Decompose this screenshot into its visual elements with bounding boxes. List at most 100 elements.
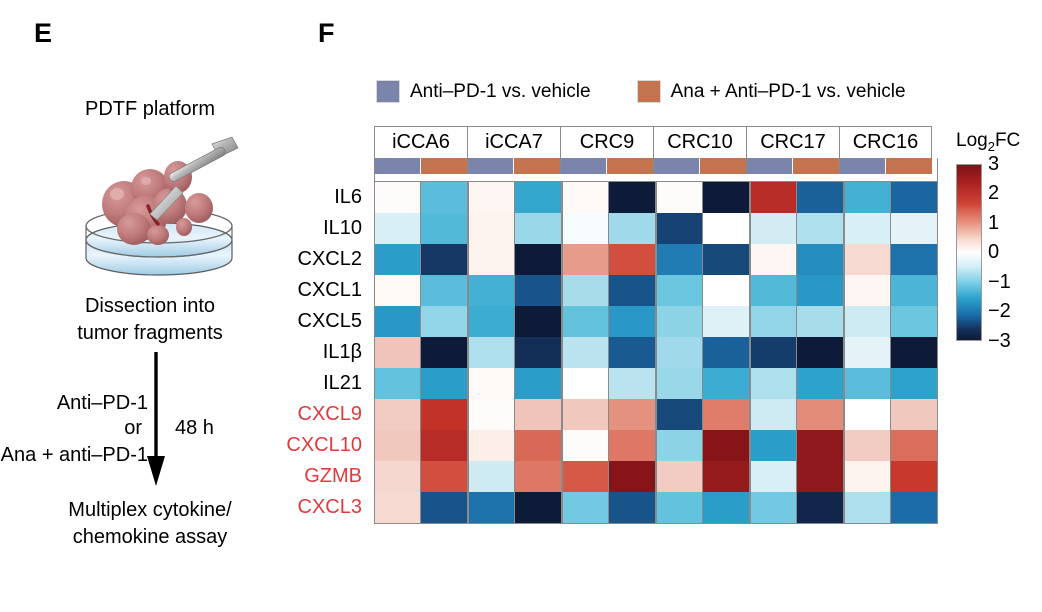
heatmap-cell: [469, 213, 514, 244]
treatment-strip-cell: [886, 158, 932, 174]
heatmap-treatment-strip: [374, 158, 938, 174]
heatmap-cell: [609, 399, 655, 430]
legend-swatch-ana-anti-pd1: [636, 80, 661, 103]
heatmap-col-header-crc16: CRC16: [839, 126, 932, 158]
heatmap-cell: [469, 368, 514, 399]
heatmap-group-block: [845, 244, 937, 275]
heatmap-cell: [703, 492, 749, 523]
heatmap-row: [375, 430, 937, 461]
heatmap-cell: [469, 244, 514, 275]
heatmap-group-block: [469, 213, 561, 244]
heatmap-col-header-crc10: CRC10: [653, 126, 746, 158]
heatmap-cell: [563, 182, 608, 213]
heatmap-group-block: [751, 368, 843, 399]
heatmap-group-block: [563, 461, 655, 492]
heatmap-cell: [891, 306, 937, 337]
panel-e-letter: E: [34, 18, 53, 48]
heatmap-cell: [751, 368, 796, 399]
heatmap-cell: [421, 430, 467, 461]
heatmap-cell: [515, 244, 561, 275]
heatmap-group-block: [845, 275, 937, 306]
heatmap-cell: [469, 182, 514, 213]
heatmap-cell: [703, 306, 749, 337]
treatment-strip-group-crc16: [839, 158, 932, 174]
heatmap-group-block: [845, 368, 937, 399]
heatmap-cell: [703, 430, 749, 461]
treatment-strip-group-crc10: [653, 158, 746, 174]
heatmap-group-block: [751, 399, 843, 430]
heatmap-cell: [609, 275, 655, 306]
heatmap-col-header-crc9: CRC9: [560, 126, 653, 158]
heatmap-cell: [563, 306, 608, 337]
heatmap-group-block: [563, 492, 655, 523]
heatmap-group-block: [469, 492, 561, 523]
heatmap-cell: [891, 399, 937, 430]
heatmap-cell: [421, 399, 467, 430]
heatmap-cell: [375, 368, 420, 399]
heatmap-cell: [751, 244, 796, 275]
heatmap-cell: [515, 430, 561, 461]
heatmap-cell: [845, 492, 890, 523]
heatmap-cell: [609, 492, 655, 523]
heatmap-cell: [375, 461, 420, 492]
heatmap-group-block: [751, 461, 843, 492]
heatmap-group-block: [563, 430, 655, 461]
heatmap-cell: [891, 182, 937, 213]
heatmap-group-block: [469, 275, 561, 306]
heatmap-group-block: [751, 213, 843, 244]
treatment-strip-cell: [840, 158, 885, 174]
legend-item-ana-anti-pd1: Ana + Anti–PD-1 vs. vehicle: [636, 80, 906, 103]
heatmap-group-block: [469, 368, 561, 399]
heatmap-group-block: [375, 337, 467, 368]
heatmap-cell: [469, 492, 514, 523]
legend-label-anti-pd1: Anti–PD-1 vs. vehicle: [410, 80, 591, 102]
heatmap-group-block: [375, 306, 467, 337]
treatment-strip-group-crc9: [560, 158, 653, 174]
heatmap-cell: [797, 213, 843, 244]
treatment-strip-group-icca6: [375, 158, 467, 174]
heatmap-row-label-cxcl2: CXCL2: [297, 248, 362, 270]
heatmap-cell: [609, 306, 655, 337]
colorbar-tick-minus1: −1: [988, 270, 1011, 293]
treatment-strip-cell: [375, 158, 420, 174]
colorbar-title: Log2FC: [956, 130, 1021, 154]
treatment-strip-group-icca7: [467, 158, 560, 174]
heatmap-group-block: [563, 213, 655, 244]
heatmap-group-block: [563, 182, 655, 213]
heatmap-cell: [515, 492, 561, 523]
treatment-strip-group-crc17: [746, 158, 839, 174]
heatmap-row: [375, 244, 937, 275]
heatmap-group-block: [375, 430, 467, 461]
heatmap-strip-spacer: [374, 174, 938, 181]
heatmap-row-label-cxcl9: CXCL9: [297, 403, 362, 425]
assay-line-1: chemokine assay: [72, 526, 228, 548]
heatmap-cell: [563, 430, 608, 461]
heatmap-cell: [797, 182, 843, 213]
heatmap-cell: [563, 399, 608, 430]
heatmap-group-block: [657, 244, 749, 275]
heatmap-cell: [891, 430, 937, 461]
heatmap-cell: [891, 213, 937, 244]
heatmap-cell: [563, 368, 608, 399]
heatmap-group-block: [469, 306, 561, 337]
heatmap-row: [375, 213, 937, 244]
heatmap-cell: [375, 244, 420, 275]
heatmap-cell: [609, 368, 655, 399]
dissection-line-0: Dissection into: [84, 295, 216, 317]
heatmap-cell: [797, 461, 843, 492]
heatmap-group-block: [657, 213, 749, 244]
heatmap-group-block: [657, 492, 749, 523]
heatmap-group-block: [469, 182, 561, 213]
heatmap-cell: [469, 461, 514, 492]
heatmap-row: [375, 275, 937, 306]
heatmap-group-block: [375, 492, 467, 523]
heatmap-col-header-icca7: iCCA7: [467, 126, 560, 158]
heatmap-cell: [657, 213, 702, 244]
heatmap-cell: [845, 306, 890, 337]
heatmap-group-block: [657, 430, 749, 461]
heatmap-cell: [891, 244, 937, 275]
heatmap-cell: [703, 368, 749, 399]
heatmap-cell: [703, 213, 749, 244]
